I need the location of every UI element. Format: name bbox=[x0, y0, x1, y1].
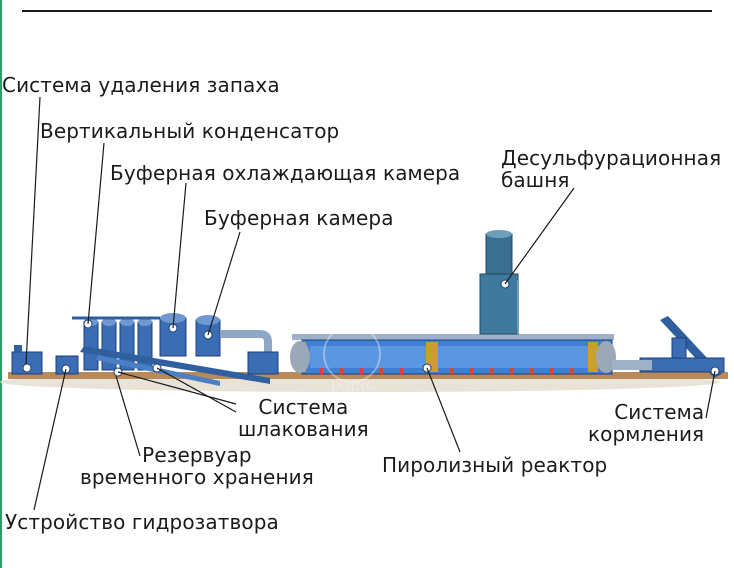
label-desulfurization-tower: Десульфурационная башня bbox=[501, 146, 722, 192]
leader-slagging-2 bbox=[156, 367, 237, 413]
left-edge-accent bbox=[0, 0, 2, 568]
label-buffer-cooling-chamber: Буферная охлаждающая камера bbox=[110, 161, 461, 185]
feeding-system-unit bbox=[612, 316, 725, 378]
vertical-condenser-group bbox=[72, 316, 160, 371]
watermark-text: DOING bbox=[331, 379, 375, 393]
leader-feeding bbox=[705, 370, 716, 419]
pipe-support bbox=[247, 351, 279, 375]
base-platform bbox=[8, 372, 728, 379]
watermark-logo: DOING bbox=[323, 325, 381, 393]
leader-vertical-condenser bbox=[87, 142, 105, 325]
label-buffer-chamber: Буферная камера bbox=[204, 206, 394, 230]
desulfurization-tower-unit bbox=[479, 230, 519, 335]
label-temporary-storage-tank: Резервуар временного хранения bbox=[80, 443, 314, 489]
leader-odor-removal bbox=[25, 96, 41, 365]
label-feeding-system: Система кормления bbox=[588, 400, 705, 446]
label-odor-removal: Система удаления запаха bbox=[2, 73, 280, 97]
gas-pipe bbox=[220, 330, 272, 360]
top-rule bbox=[22, 10, 712, 12]
slagging-conveyor bbox=[80, 346, 270, 386]
label-water-seal-device: Устройство гидрозатвора bbox=[5, 510, 279, 534]
water-seal-unit bbox=[55, 355, 79, 375]
buffer-chamber-unit bbox=[195, 315, 221, 357]
leader-buffer-cooling bbox=[172, 182, 187, 329]
label-vertical-condenser: Вертикальный конденсатор bbox=[40, 119, 340, 143]
leader-slagging-1 bbox=[117, 371, 237, 405]
leader-buffer-chamber bbox=[207, 231, 241, 336]
pyrolysis-reactor-unit bbox=[290, 334, 616, 375]
label-pyrolysis-reactor: Пиролизный реактор bbox=[382, 453, 608, 477]
leader-storage bbox=[115, 375, 141, 457]
leader-desulfurization bbox=[504, 187, 575, 285]
leader-water-seal bbox=[33, 368, 67, 511]
buffer-cooling-chamber-unit bbox=[159, 313, 187, 357]
leader-pyrolysis bbox=[426, 367, 461, 453]
label-slagging-system: Система шлакования bbox=[238, 395, 369, 441]
